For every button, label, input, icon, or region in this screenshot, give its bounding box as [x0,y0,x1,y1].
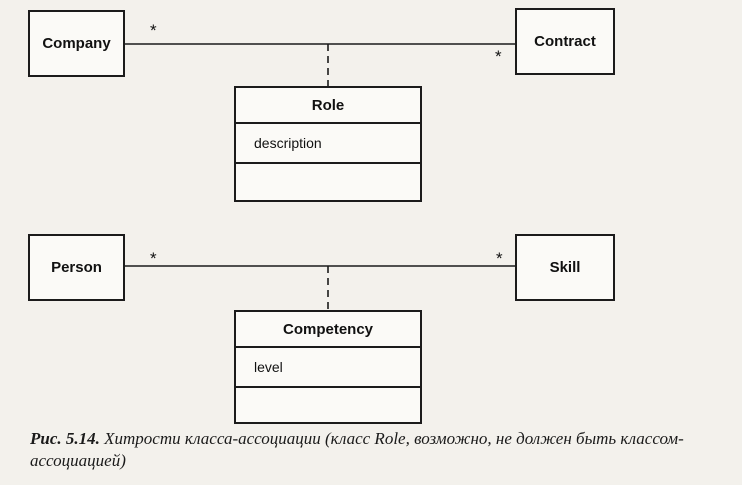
multiplicity-company: * [150,21,157,40]
association-class-competency-attribute: level [236,348,420,388]
multiplicity-skill: * [496,249,503,268]
multiplicity-contract: * [495,47,502,66]
class-company: Company [28,10,125,77]
class-skill-name: Skill [549,259,581,276]
class-person: Person [28,234,125,301]
association-class-role-name: Role [236,88,420,124]
multiplicity-person: * [150,249,157,268]
association-class-competency: Competency level [234,310,422,424]
figure-caption-label: Рис. 5.14. [30,429,100,448]
figure-caption-text: Хитрости класса-ассоциации (класс Role, … [30,429,684,470]
association-class-competency-name: Competency [236,312,420,348]
class-contract-name: Contract [534,33,596,50]
association-class-role-attribute: description [236,124,420,164]
association-class-role: Role description [234,86,422,202]
class-skill: Skill [515,234,615,301]
class-company-name: Company [42,35,111,52]
class-contract: Contract [515,8,615,75]
class-person-name: Person [51,259,102,276]
figure-caption: Рис. 5.14. Хитрости класса-ассоциации (к… [30,428,730,472]
